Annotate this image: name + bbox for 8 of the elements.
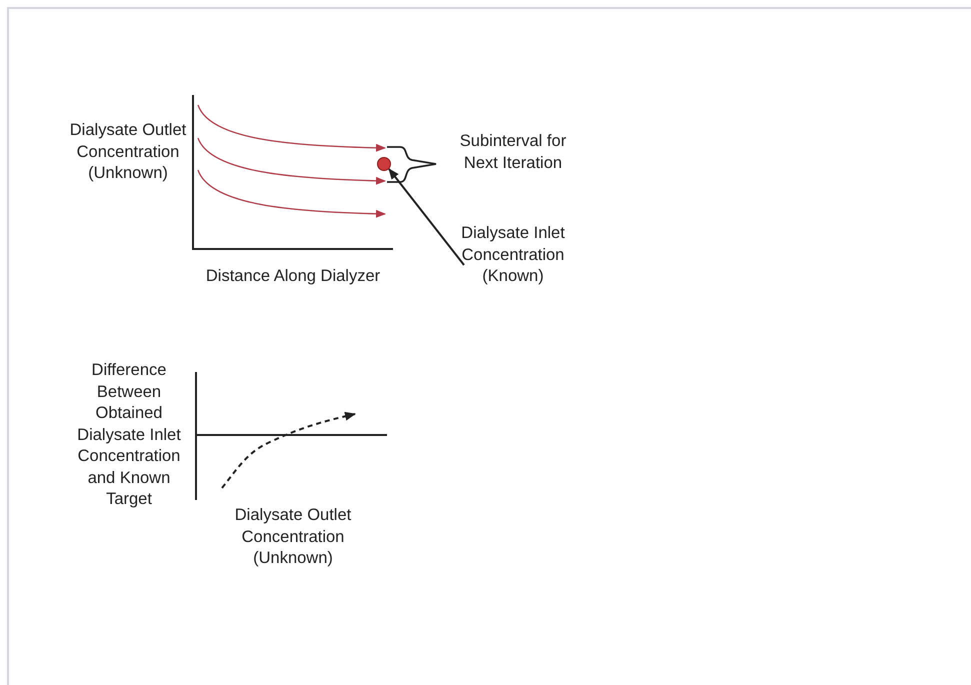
callout-text: Dialysate Inlet Concentration (Known)	[448, 223, 578, 288]
bracket-label: Subinterval for Next Iteration	[458, 131, 568, 174]
data-point	[377, 157, 391, 171]
axis-title: Difference Between Obtained Dialysate Inlet Concentration and Known Target	[76, 360, 182, 510]
axis-title: Dialysate Outlet Concentration (Unknown)	[234, 505, 352, 569]
axis-title: Dialysate Outlet Concentration (Unknown)	[68, 120, 188, 184]
leader-line	[388, 168, 465, 266]
axis-title: Distance Along Dialyzer	[204, 266, 382, 287]
